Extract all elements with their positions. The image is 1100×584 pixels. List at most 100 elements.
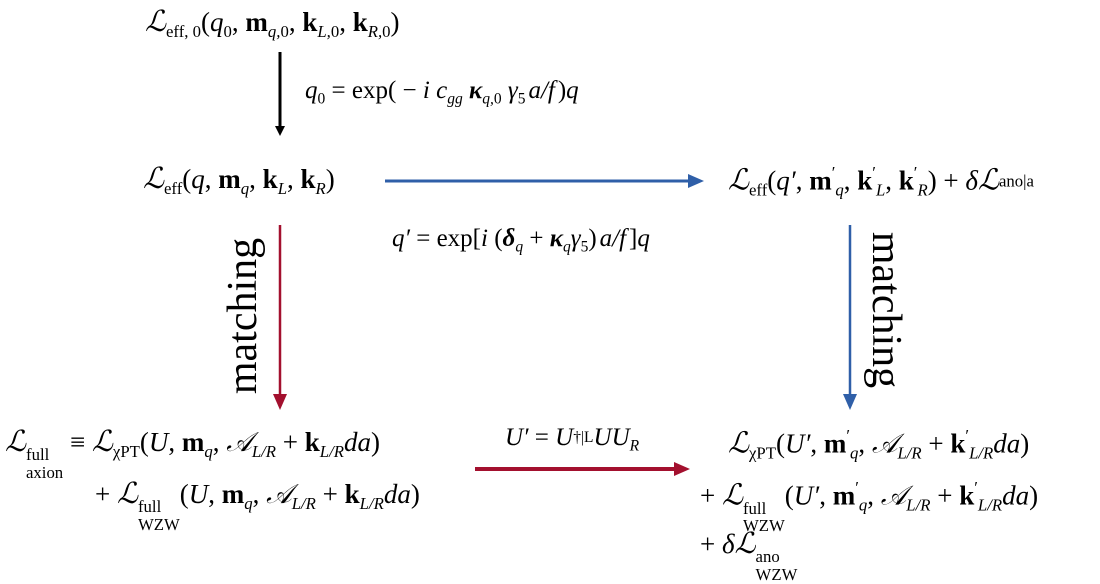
formula-token: δ: [721, 529, 735, 559]
formula-token: ,: [288, 7, 303, 37]
formula-token: γ: [570, 225, 581, 252]
formula-token: m: [832, 480, 856, 511]
formula-token: ]: [629, 225, 638, 252]
formula-token: i: [422, 77, 437, 104]
formula-token: (: [784, 480, 794, 511]
formula-token: (: [201, 7, 211, 37]
formula-token: U: [188, 479, 209, 509]
formula-token: da: [383, 479, 411, 509]
formula-token: L/R: [969, 443, 994, 463]
formula-token: ′: [872, 163, 876, 182]
matching-label-left: matching: [220, 237, 267, 395]
formula-bottom-right-1: ℒχPT(U′, m′q, 𝒜L/R + k′L/Rda): [728, 426, 1030, 463]
formula-token: k: [300, 164, 316, 194]
formula-token: ): [390, 7, 400, 37]
formula-token: ′: [846, 426, 851, 445]
formula-token: ): [588, 225, 597, 252]
formula-token: m: [218, 164, 241, 194]
formula-token: L: [875, 180, 886, 200]
formula-token: 𝒜: [880, 480, 907, 511]
formula-token: 0: [223, 21, 232, 41]
formula-token: 0: [330, 21, 340, 41]
formula-token: γ: [501, 77, 518, 104]
formula-token: (: [182, 164, 192, 194]
formula-token: +: [95, 479, 117, 509]
formula-token: q: [850, 443, 859, 463]
formula-token: =: [528, 424, 556, 451]
formula-token: +: [523, 225, 550, 252]
formula-token: ,: [252, 479, 267, 509]
formula-token: L/R: [977, 495, 1003, 515]
formula-token: 𝒜: [266, 479, 292, 509]
formula-token: (: [767, 165, 777, 196]
formula-token: +: [276, 427, 305, 457]
formula-token: q: [562, 238, 571, 256]
formula-token: −: [396, 77, 423, 104]
formula-token: R: [629, 437, 640, 455]
formula-token: ,: [287, 164, 301, 194]
formula-token: q: [244, 493, 253, 513]
formula-token: q: [240, 178, 250, 198]
formula-token: U: [555, 424, 574, 451]
formula-token: ′: [974, 478, 978, 497]
formula-token: k: [959, 480, 975, 511]
formula-token: eff: [164, 178, 183, 198]
formula-token: ): [1020, 428, 1030, 459]
formula-token: ′: [913, 163, 918, 182]
formula-token: L/R: [319, 441, 344, 461]
formula-token: q: [191, 164, 205, 194]
formula-token: ℒ: [721, 479, 743, 512]
formula-token: L/R: [897, 443, 922, 463]
formula-token: ,: [208, 479, 222, 509]
formula-token: eff, 0: [166, 21, 202, 41]
formula-token: ): [370, 427, 380, 457]
formula-token: gg: [447, 90, 463, 108]
formula-token: m: [221, 479, 245, 509]
formula-token: ℒ: [143, 163, 164, 195]
formula-token: (: [139, 427, 149, 457]
formula-token: ,: [249, 164, 263, 194]
formula-token: κ: [549, 225, 563, 252]
formula-token: q,: [267, 21, 281, 41]
formula-token: ,: [810, 428, 824, 459]
formula-token: U′: [793, 480, 820, 511]
formula-token: ′: [855, 478, 859, 497]
formula-token: a/f: [599, 225, 627, 252]
formula-token: L/R: [251, 441, 276, 461]
formula-token: ℒ: [91, 426, 113, 458]
formula-token: 5: [517, 90, 526, 108]
formula-token: ℒ: [728, 164, 749, 197]
formula-token: m: [809, 165, 832, 196]
formula-token: R: [315, 178, 326, 198]
formula-token: +: [921, 428, 951, 459]
formula-left-mid: ℒeff(q, mq, kL, kR): [143, 163, 335, 198]
formula-token: ,: [168, 427, 182, 457]
formula-token: m: [823, 428, 847, 459]
formula-token: 0: [382, 21, 391, 41]
formula-token: +: [700, 480, 722, 511]
formula-token: q: [637, 225, 650, 252]
formula-token: q: [210, 7, 224, 37]
formula-token: 0: [317, 90, 326, 108]
formula-token: (: [179, 479, 189, 509]
formula-token: q: [204, 441, 213, 461]
formula-token: (: [775, 428, 785, 459]
formula-top: ℒeff, 0(q0, mq,0, kL,0, kR,0): [145, 7, 400, 41]
matching-label-right: matching: [863, 231, 910, 389]
formula-token: ,: [339, 7, 353, 37]
formula-token: = exp: [409, 225, 473, 252]
formula-token: L/R: [906, 495, 931, 515]
formula-token: ): [1029, 480, 1039, 511]
formula-token: †|L: [573, 428, 594, 446]
formula-token: ′: [965, 426, 970, 445]
formula-token: ,: [867, 480, 881, 511]
formula-token: ≡: [63, 427, 92, 457]
